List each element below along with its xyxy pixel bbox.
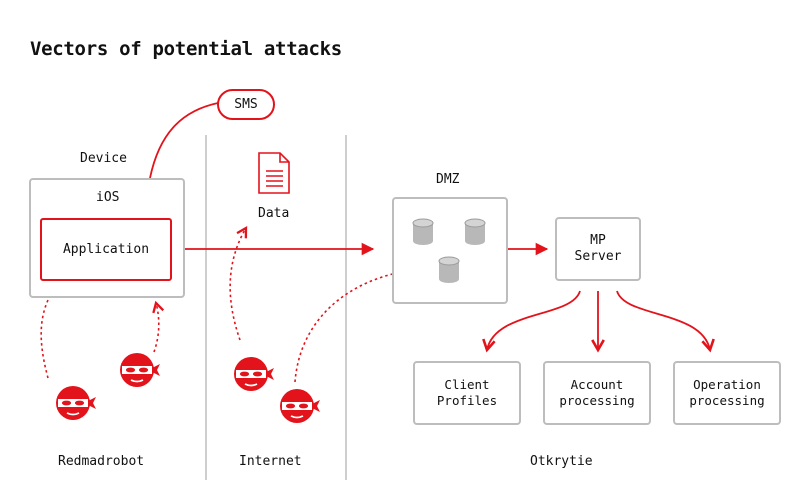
sms-node: SMS	[217, 89, 275, 120]
hacker-icon	[120, 353, 160, 387]
application-label: Application	[62, 242, 150, 257]
database-icon	[438, 256, 460, 283]
account-processing-line-2: processing	[559, 393, 635, 408]
sms-connector	[149, 102, 219, 179]
database-icon	[412, 218, 434, 245]
server-to-client-profiles-arrow	[482, 290, 581, 353]
device-label: Device	[80, 151, 127, 166]
ios-label: iOS	[96, 190, 120, 205]
account-processing-box: Account processing	[543, 361, 651, 425]
attack-path-2	[152, 300, 165, 353]
hacker-icon	[280, 389, 320, 423]
zone-label-otkrytie: Otkrytie	[530, 454, 593, 469]
diagram-title: Vectors of potential attacks	[30, 38, 342, 60]
mp-server-line-2: Server	[574, 249, 622, 264]
document-icon	[258, 152, 290, 194]
dmz-box	[392, 197, 508, 304]
client-profiles-line-1: Client	[444, 377, 490, 392]
application-box: Application	[40, 218, 172, 281]
client-profiles-line-2: Profiles	[436, 393, 498, 408]
dmz-label: DMZ	[436, 172, 460, 187]
server-to-operation-arrow	[616, 290, 715, 353]
hacker-icon	[56, 386, 96, 420]
operation-processing-box: Operation processing	[673, 361, 781, 425]
zone-label-redmadrobot: Redmadrobot	[58, 454, 145, 469]
account-processing-line-1: Account	[570, 377, 624, 392]
attack-path-4	[294, 264, 417, 383]
hacker-icon	[234, 357, 274, 391]
mp-server-line-1: MP	[590, 233, 606, 248]
client-profiles-box: Client Profiles	[413, 361, 521, 425]
attack-path-1	[40, 270, 70, 379]
mp-server-box: MP Server	[555, 217, 641, 281]
operation-processing-line-1: Operation	[693, 377, 761, 392]
database-icon	[464, 218, 486, 245]
operation-processing-line-2: processing	[689, 393, 765, 408]
data-label: Data	[258, 206, 290, 221]
zone-label-internet: Internet	[239, 454, 302, 469]
attack-path-3	[229, 225, 248, 341]
